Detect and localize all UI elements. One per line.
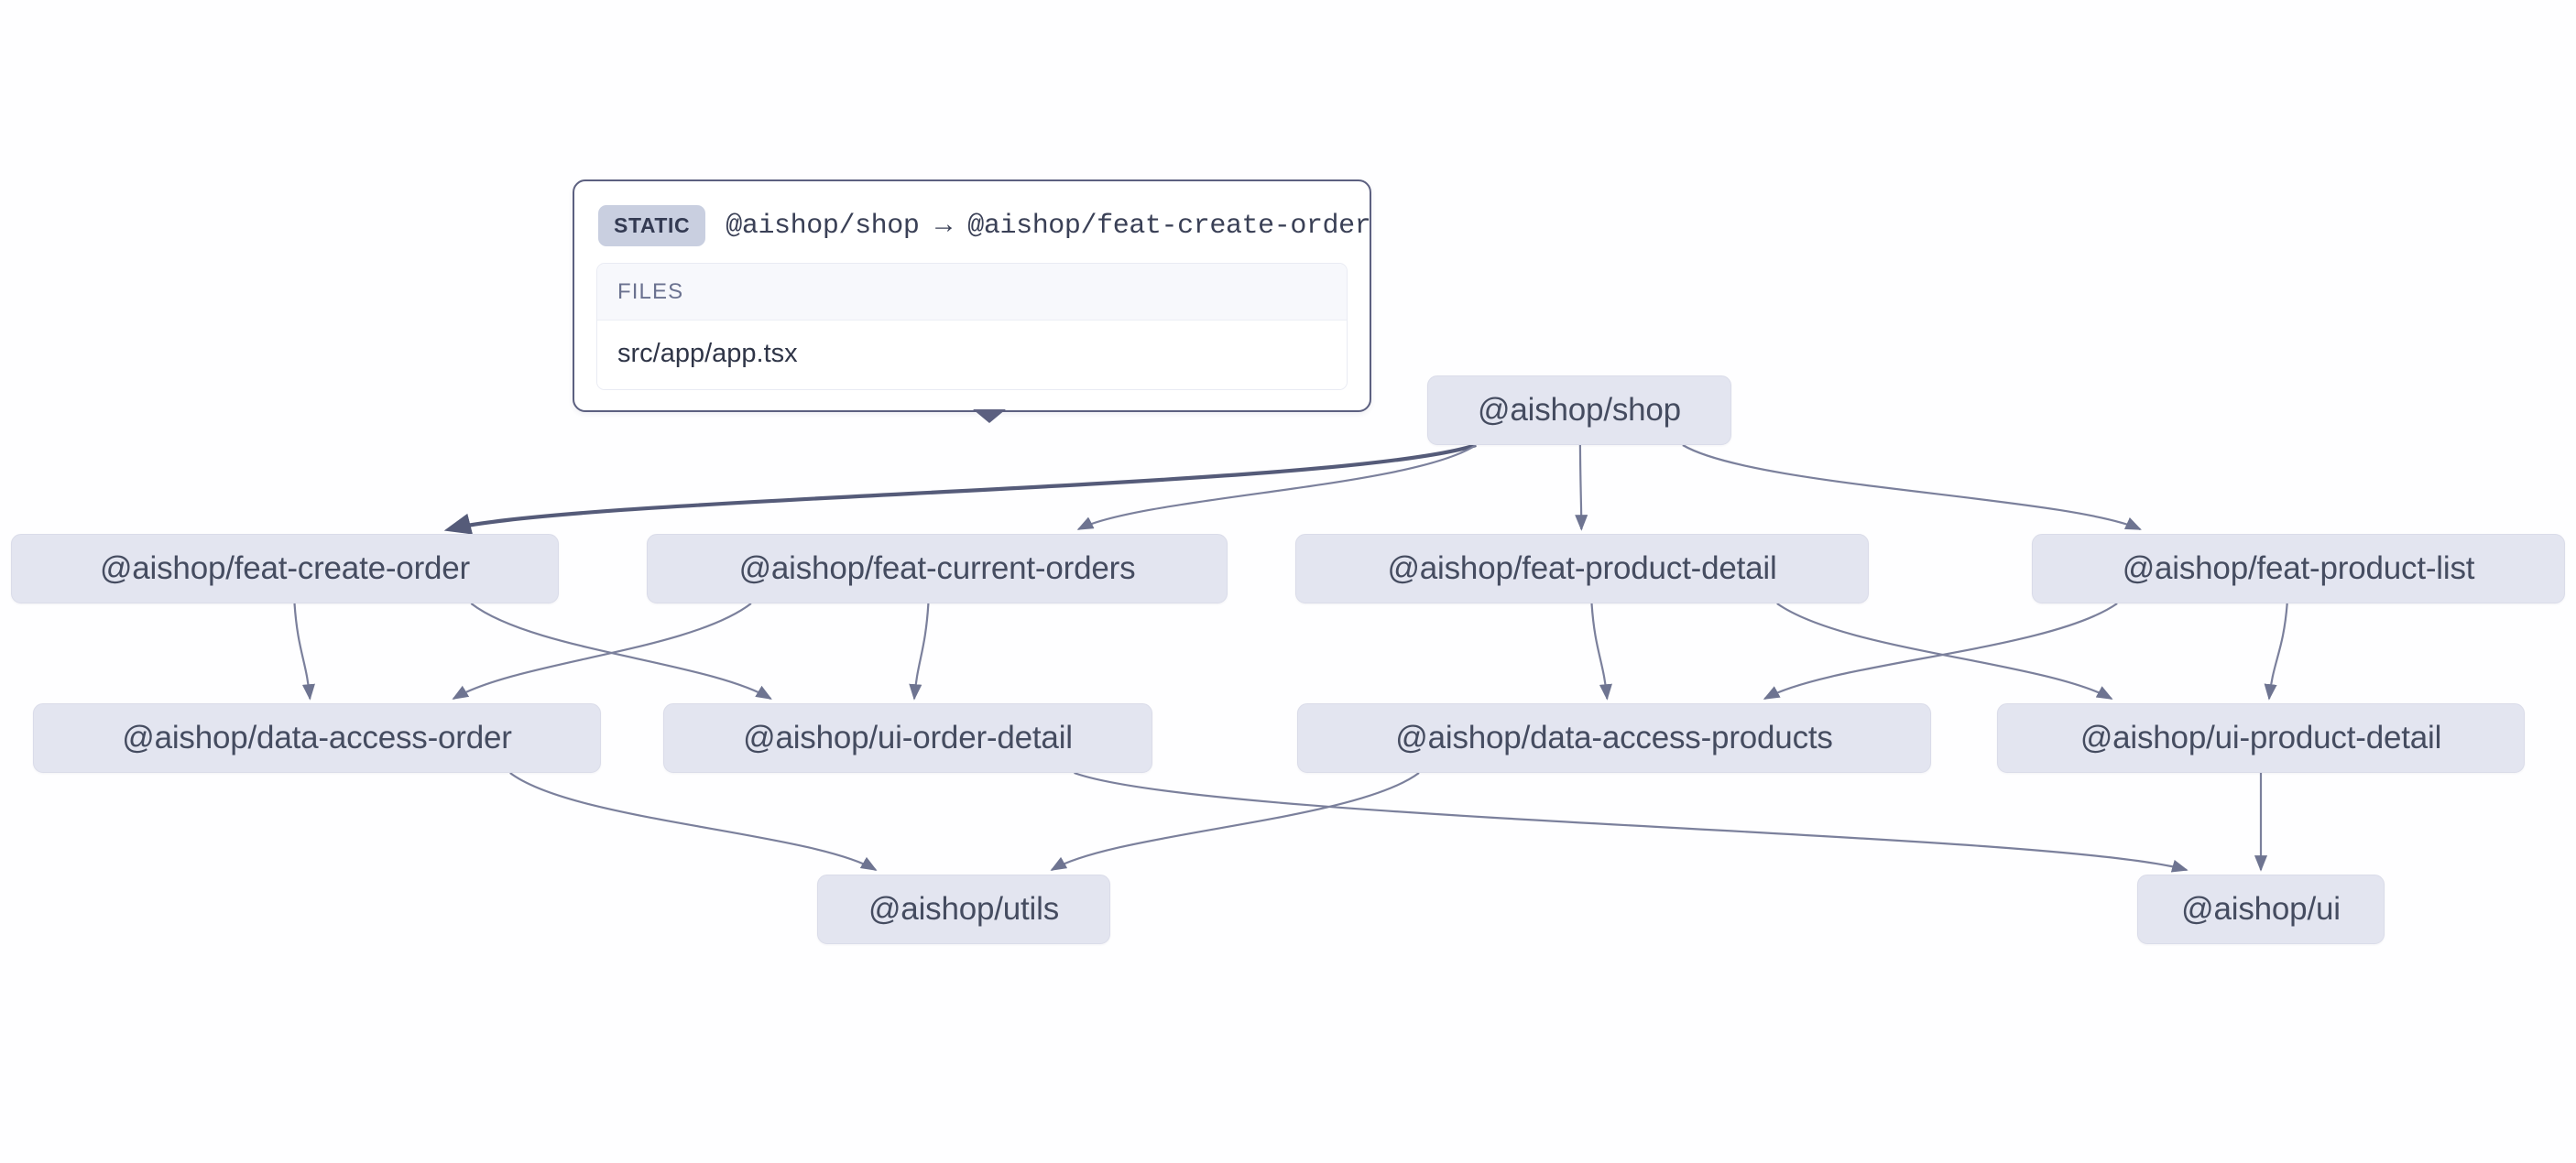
file-row[interactable]: src/app/app.tsx [617, 339, 798, 368]
graph-edge[interactable] [293, 603, 315, 701]
static-badge: STATIC [598, 205, 706, 246]
graph-edge[interactable] [1074, 771, 2189, 873]
graph-edge[interactable] [1050, 772, 1420, 871]
graph-edge[interactable] [1076, 444, 1477, 530]
graph-edge[interactable] [470, 603, 772, 700]
graph-node-feat-current-orders[interactable]: @aishop/feat-current-orders [647, 534, 1228, 603]
graph-edge[interactable] [1590, 603, 1612, 701]
graph-edge[interactable] [509, 772, 878, 871]
graph-node-label: @aishop/data-access-order [122, 720, 512, 755]
graph-edge[interactable] [1575, 444, 1588, 531]
graph-node-label: @aishop/ui-product-detail [2079, 720, 2442, 755]
graph-node-label: @aishop/shop [1478, 392, 1681, 428]
graph-node-ui-order-detail[interactable]: @aishop/ui-order-detail [663, 703, 1152, 773]
graph-node-label: @aishop/feat-current-orders [738, 550, 1136, 586]
graph-node-data-access-order[interactable]: @aishop/data-access-order [33, 703, 601, 773]
graph-node-label: @aishop/data-access-products [1395, 720, 1833, 755]
graph-node-shop[interactable]: @aishop/shop [1427, 375, 1731, 445]
graph-edge[interactable] [909, 603, 930, 701]
files-panel: FILES src/app/app.tsx [596, 263, 1348, 390]
graph-node-label: @aishop/ui-order-detail [743, 720, 1073, 755]
graph-edge[interactable] [1776, 603, 2113, 700]
graph-edge[interactable] [1682, 444, 2142, 531]
graph-node-ui[interactable]: @aishop/ui [2137, 875, 2385, 944]
graph-node-label: @aishop/ui [2181, 891, 2341, 927]
graph-node-data-access-products[interactable]: @aishop/data-access-products [1297, 703, 1931, 773]
files-panel-header: FILES [597, 264, 1347, 321]
tooltip-pointer-arrow [973, 409, 1006, 423]
graph-node-utils[interactable]: @aishop/utils [817, 875, 1110, 944]
files-list: src/app/app.tsx [597, 321, 1347, 389]
graph-edge[interactable] [443, 443, 1477, 535]
graph-node-label: @aishop/utils [868, 891, 1060, 927]
tooltip-title: @aishop/shop → @aishop/feat-create-order [726, 210, 1371, 242]
graph-edge[interactable] [1763, 603, 2118, 700]
graph-node-feat-create-order[interactable]: @aishop/feat-create-order [11, 534, 559, 603]
graph-node-label: @aishop/feat-create-order [99, 550, 471, 586]
graph-node-label: @aishop/feat-product-list [2122, 550, 2475, 586]
edge-detail-tooltip: STATIC @aishop/shop → @aishop/feat-creat… [573, 179, 1371, 423]
graph-edge[interactable] [2264, 603, 2288, 701]
tooltip-header: STATIC @aishop/shop → @aishop/feat-creat… [596, 200, 1371, 259]
graph-node-feat-product-list[interactable]: @aishop/feat-product-list [2032, 534, 2565, 603]
graph-node-ui-product-detail[interactable]: @aishop/ui-product-detail [1997, 703, 2525, 773]
graph-node-label: @aishop/feat-product-detail [1387, 550, 1777, 586]
graph-node-feat-product-detail[interactable]: @aishop/feat-product-detail [1295, 534, 1869, 603]
graph-edge[interactable] [452, 603, 752, 700]
